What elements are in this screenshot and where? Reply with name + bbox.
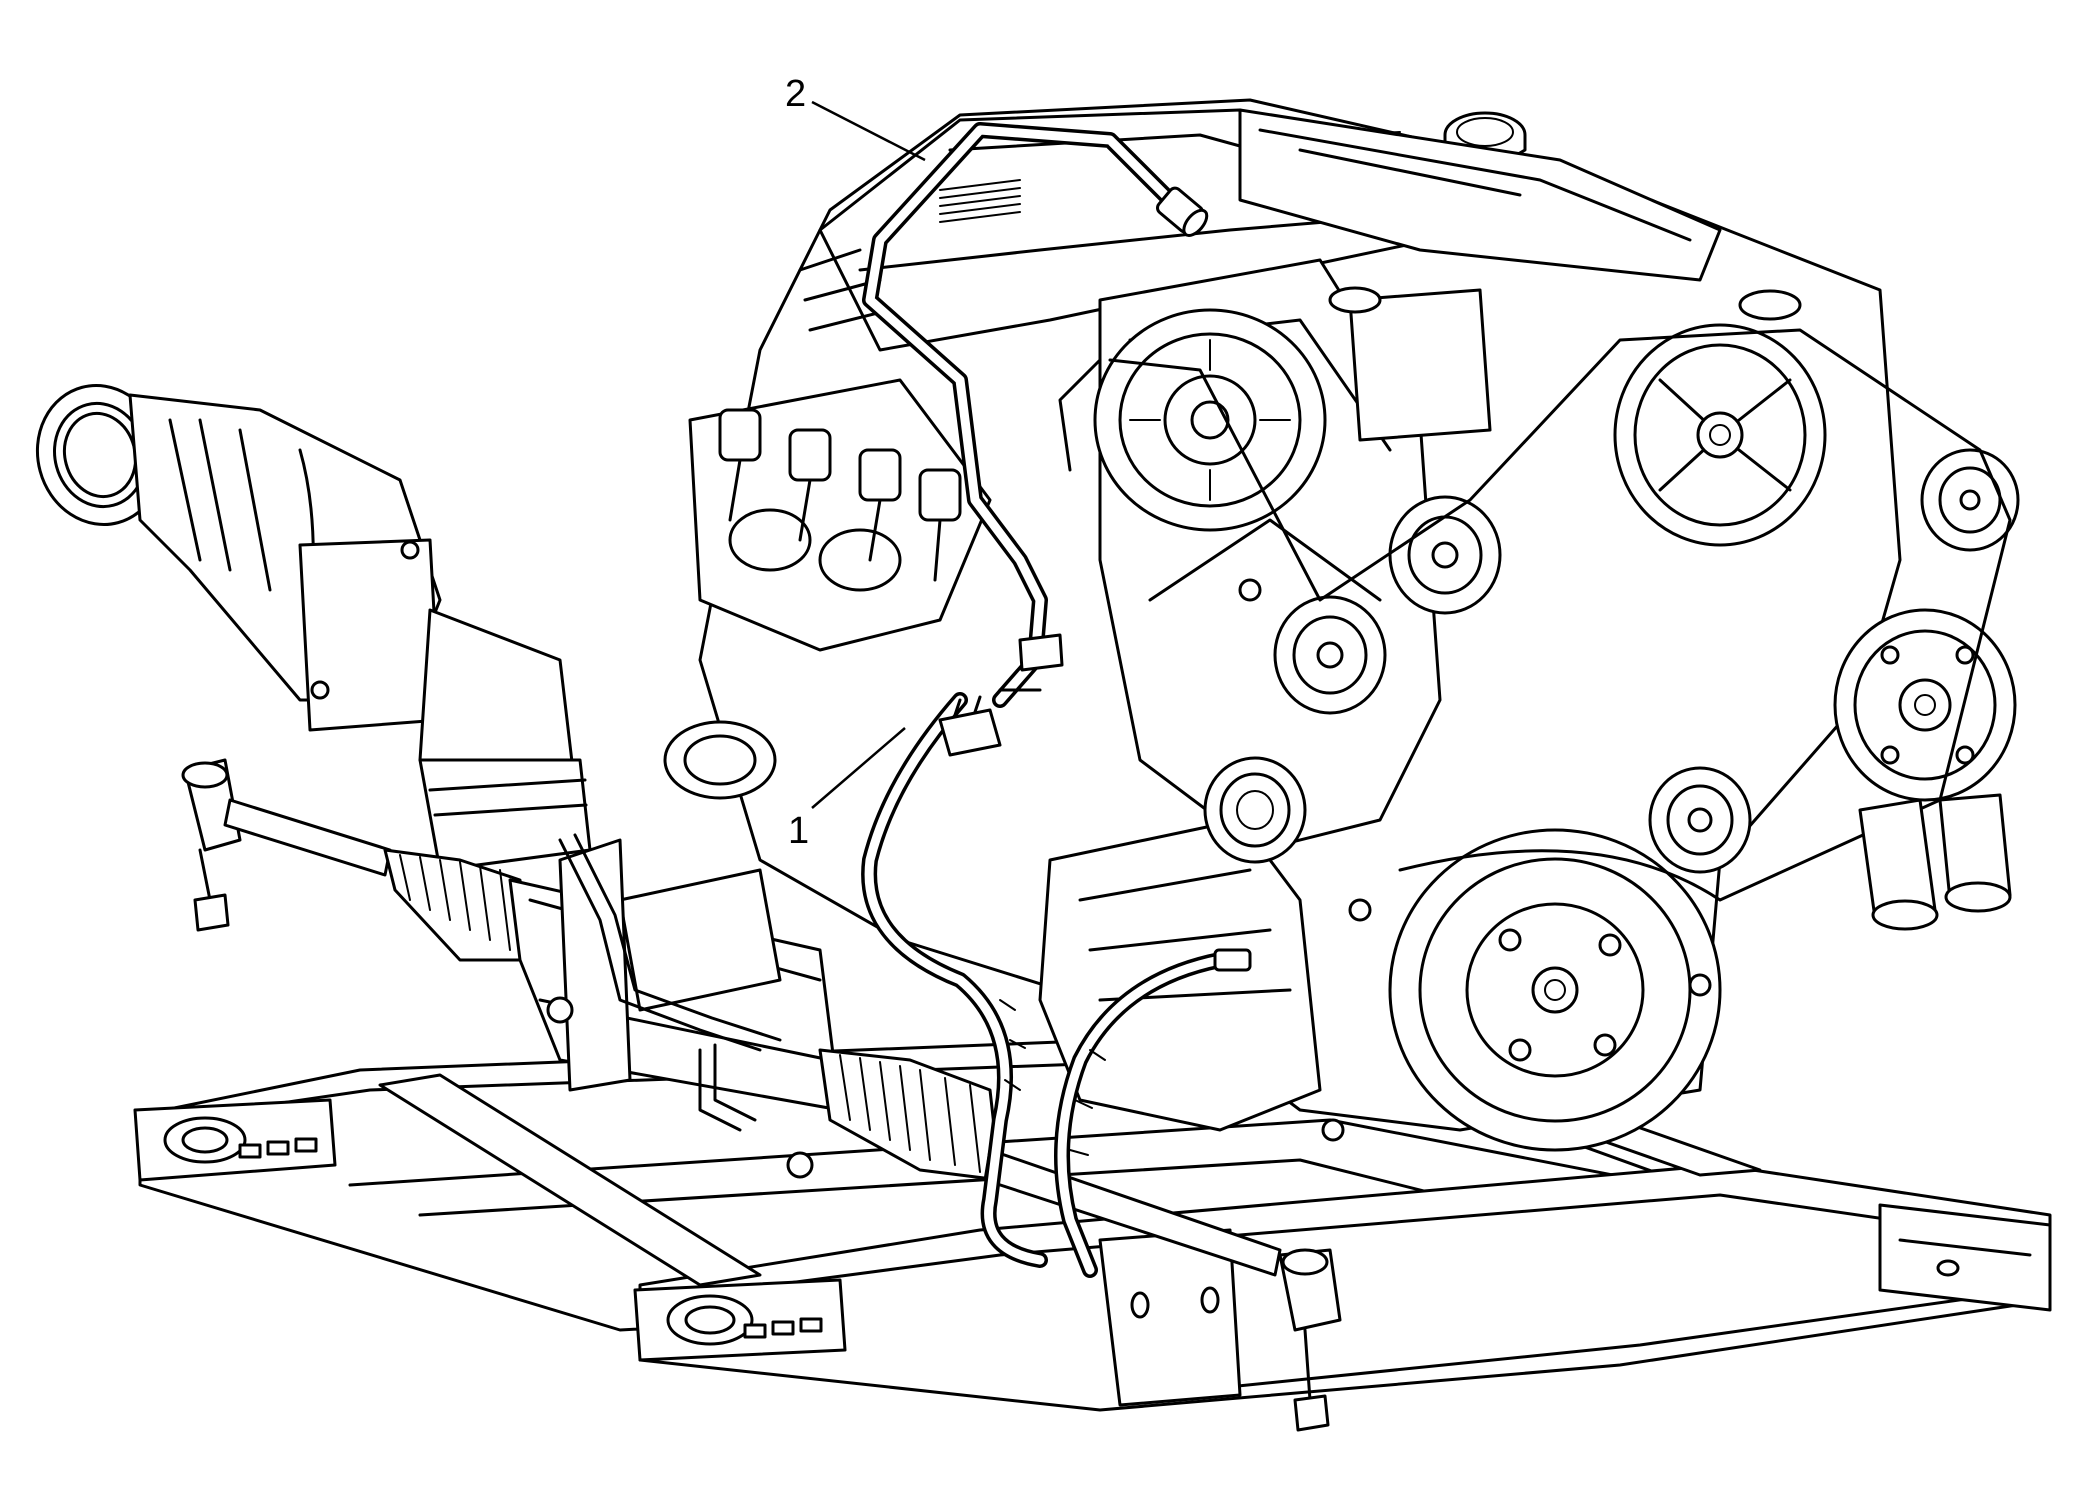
callout-2: 2 bbox=[785, 73, 926, 162]
vacuum-hose bbox=[862, 122, 1209, 708]
callout-1-label: 1 bbox=[788, 810, 809, 852]
power-steering-pulley bbox=[1613, 323, 1827, 547]
callout-2-leader bbox=[811, 100, 926, 162]
fuel-line-connector bbox=[938, 695, 1002, 757]
callout-1-leader bbox=[811, 727, 906, 809]
ignition-coils bbox=[718, 408, 962, 582]
crankshaft-balancer bbox=[1388, 828, 1722, 1152]
accessory-drive bbox=[1058, 286, 2020, 1152]
callout-1: 1 bbox=[788, 727, 906, 852]
power-steering-reservoir bbox=[1328, 286, 1802, 442]
callout-2-label: 2 bbox=[785, 73, 806, 115]
air-intake-duct bbox=[35, 384, 592, 872]
wiring-harness bbox=[861, 692, 1252, 1278]
